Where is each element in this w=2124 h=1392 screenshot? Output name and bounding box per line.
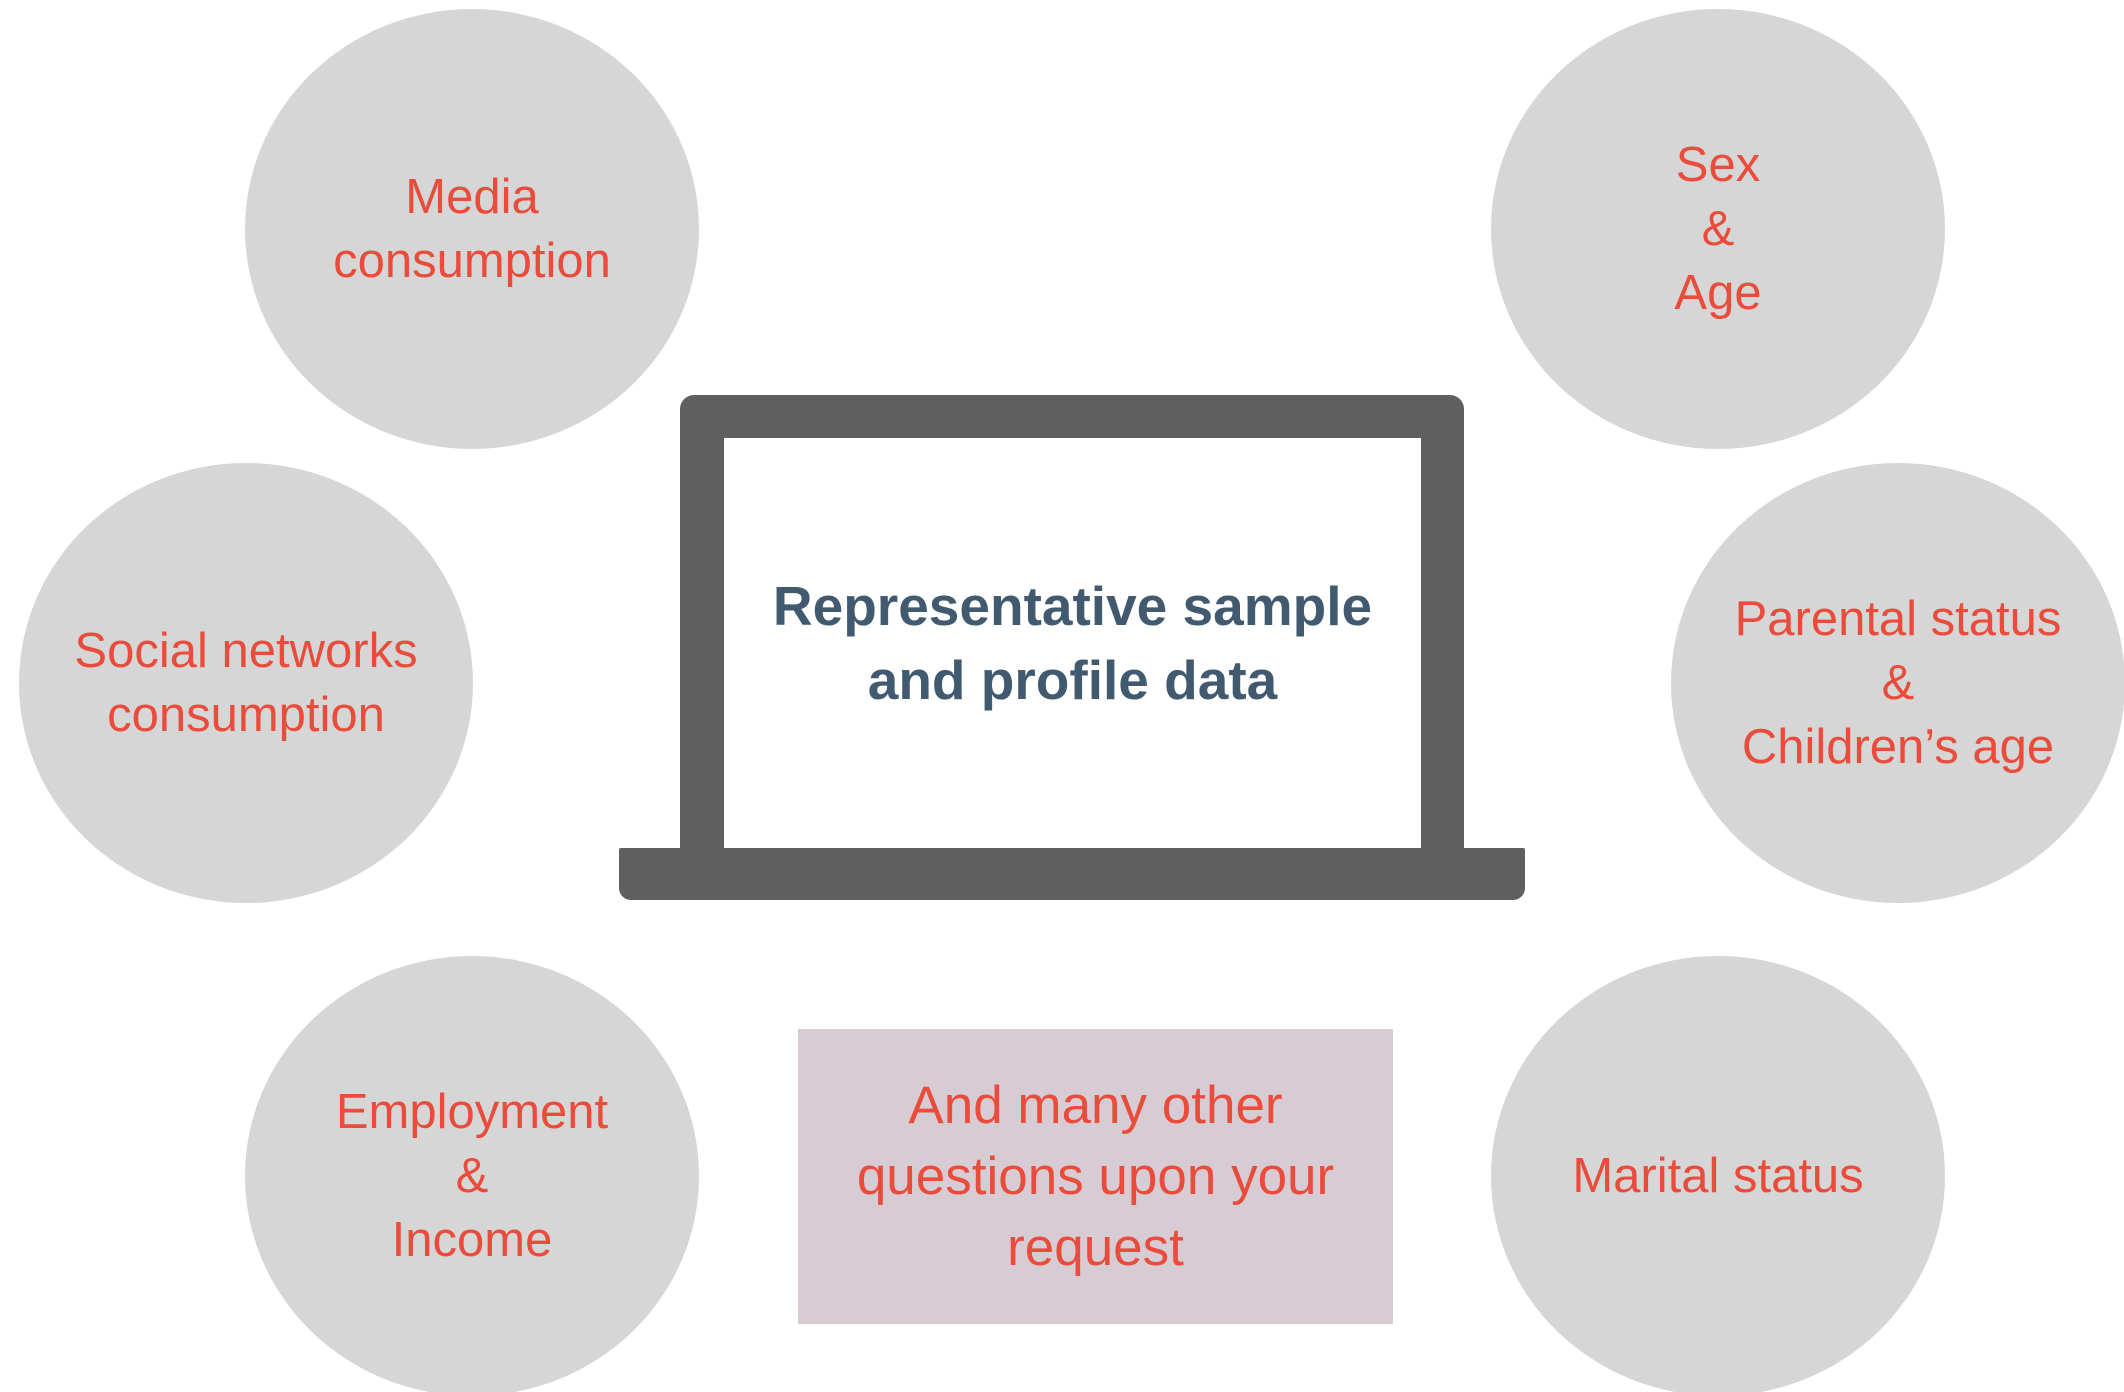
- bubble-social-networks-label: Social networks consumption: [74, 619, 417, 747]
- bubble-social-networks: Social networks consumption: [19, 463, 473, 903]
- bubble-line: Employment: [335, 1085, 609, 1139]
- laptop-screen: Representative sample and profile data: [724, 438, 1421, 848]
- bubble-employment-income-label: Employment & Income: [336, 1080, 608, 1272]
- bubble-line: Children’s age: [1741, 720, 2055, 774]
- bubble-employment-income: Employment & Income: [245, 956, 699, 1392]
- bubble-sex-age: Sex & Age: [1491, 9, 1945, 449]
- bubble-line: Social networks: [74, 624, 418, 678]
- center-title-line: Representative sample: [772, 575, 1373, 637]
- more-questions-label: And many other questions upon your reque…: [857, 1070, 1334, 1283]
- bubble-sex-age-label: Sex & Age: [1674, 133, 1761, 325]
- bubble-marital-status: Marital status: [1491, 956, 1945, 1392]
- bubble-line: consumption: [333, 234, 611, 288]
- bubble-media-consumption: Media consumption: [245, 9, 699, 449]
- laptop-base: [619, 848, 1525, 900]
- bubble-line: &: [455, 1149, 489, 1203]
- bubble-line: Age: [1674, 266, 1762, 320]
- more-line: request: [1007, 1218, 1184, 1277]
- bubble-parental-status: Parental status & Children’s age: [1671, 463, 2124, 903]
- center-title-line: and profile data: [867, 649, 1278, 711]
- bubble-media-consumption-label: Media consumption: [333, 165, 611, 293]
- bubble-line: consumption: [107, 688, 385, 742]
- bubble-line: Income: [391, 1213, 553, 1267]
- bubble-line: &: [1701, 202, 1735, 256]
- center-title: Representative sample and profile data: [773, 569, 1372, 717]
- bubble-parental-status-label: Parental status & Children’s age: [1735, 587, 2062, 779]
- bubble-marital-status-label: Marital status: [1572, 1144, 1863, 1208]
- bubble-line: Sex: [1675, 138, 1761, 192]
- bubble-line: Marital status: [1572, 1149, 1864, 1203]
- bubble-line: &: [1881, 656, 1915, 710]
- more-line: questions upon your: [856, 1147, 1335, 1206]
- more-line: And many other: [908, 1076, 1283, 1135]
- more-questions-box: And many other questions upon your reque…: [798, 1029, 1393, 1324]
- bubble-line: Parental status: [1734, 592, 2062, 646]
- bubble-line: Media: [405, 170, 539, 224]
